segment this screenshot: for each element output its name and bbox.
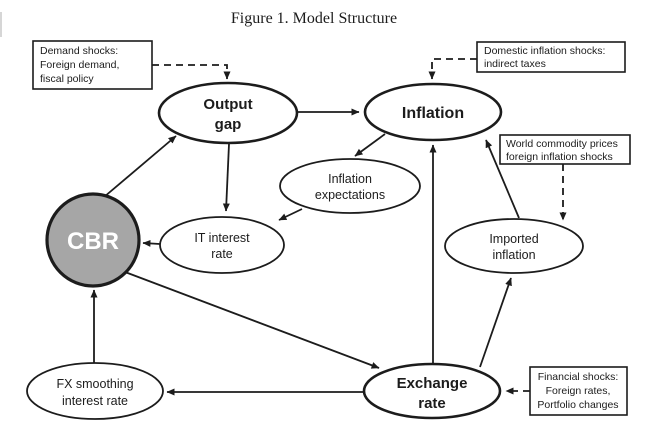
- financial-shocks-line3: Portfolio changes: [537, 399, 618, 411]
- arrow-inflation-expectations-to-it-interest-rate: [278, 208, 303, 221]
- figure-title: Figure 1. Model Structure: [231, 10, 397, 27]
- fx-smoothing-line2: interest rate: [62, 394, 128, 408]
- inflation-node: Inflation: [363, 82, 503, 142]
- world-prices-line2: foreign inflation shocks: [506, 151, 613, 163]
- dashed-arrow-demand-shocks-to-output-gap: [152, 64, 231, 80]
- output-gap-line2: gap: [215, 116, 242, 133]
- inflation-expectations-line1: Inflation: [328, 172, 372, 186]
- exchange-rate-line2: rate: [418, 395, 446, 412]
- domestic-shocks-line1: Domestic inflation shocks:: [484, 45, 605, 57]
- imported-inflation-line1: Imported: [489, 232, 538, 246]
- demand-shocks-box: Demand shocks: Foreign demand, fiscal po…: [32, 40, 153, 90]
- imported-inflation-line2: inflation: [492, 248, 535, 262]
- fx-smoothing-node: FX smoothing interest rate: [26, 362, 164, 420]
- arrow-inflation-to-inflation-expectations: [354, 133, 386, 157]
- arrow-imported-inflation-to-inflation: [485, 139, 520, 219]
- arrow-exchange-rate-to-imported-inflation: [479, 277, 512, 368]
- output-gap-node: Output gap: [157, 81, 299, 145]
- it-interest-rate-line1: IT interest: [194, 231, 250, 245]
- fx-smoothing-line1: FX smoothing: [56, 377, 133, 391]
- demand-shocks-line2: Foreign demand,: [40, 59, 119, 71]
- demand-shocks-line1: Demand shocks:: [40, 45, 118, 57]
- domestic-shocks-line2: indirect taxes: [484, 58, 546, 70]
- arrow-output-gap-to-it-interest-rate: [222, 143, 230, 212]
- demand-shocks-line3: fiscal policy: [40, 73, 94, 85]
- dashed-arrow-domestic-shocks-to-inflation: [428, 58, 477, 80]
- imported-inflation-node: Imported inflation: [444, 218, 584, 274]
- inflation-expectations-line2: expectations: [315, 188, 385, 202]
- world-prices-line1: World commodity prices: [506, 138, 618, 150]
- exchange-rate-node: Exchange rate: [362, 362, 502, 420]
- cbr-node: CBR: [45, 192, 141, 288]
- domestic-inflation-shocks-box: Domestic inflation shocks: indirect taxe…: [476, 41, 626, 73]
- arrow-it-interest-rate-to-cbr: [142, 239, 161, 247]
- cbr-label: CBR: [67, 228, 119, 255]
- financial-shocks-line1: Financial shocks:: [538, 371, 619, 383]
- it-interest-rate-node: IT interest rate: [159, 216, 285, 274]
- financial-shocks-box: Financial shocks: Foreign rates, Portfol…: [529, 366, 628, 416]
- world-commodity-prices-box: World commodity prices foreign inflation…: [499, 134, 631, 165]
- arrow-cbr-to-output-gap: [103, 135, 177, 198]
- exchange-rate-line1: Exchange: [397, 375, 468, 392]
- it-interest-rate-line2: rate: [211, 247, 233, 261]
- financial-shocks-line2: Foreign rates,: [546, 385, 611, 397]
- output-gap-line1: Output: [203, 96, 252, 113]
- inflation-expectations-node: Inflation expectations: [279, 158, 421, 214]
- inflation-label: Inflation: [402, 105, 464, 122]
- arrow-cbr-to-exchange-rate: [124, 271, 380, 369]
